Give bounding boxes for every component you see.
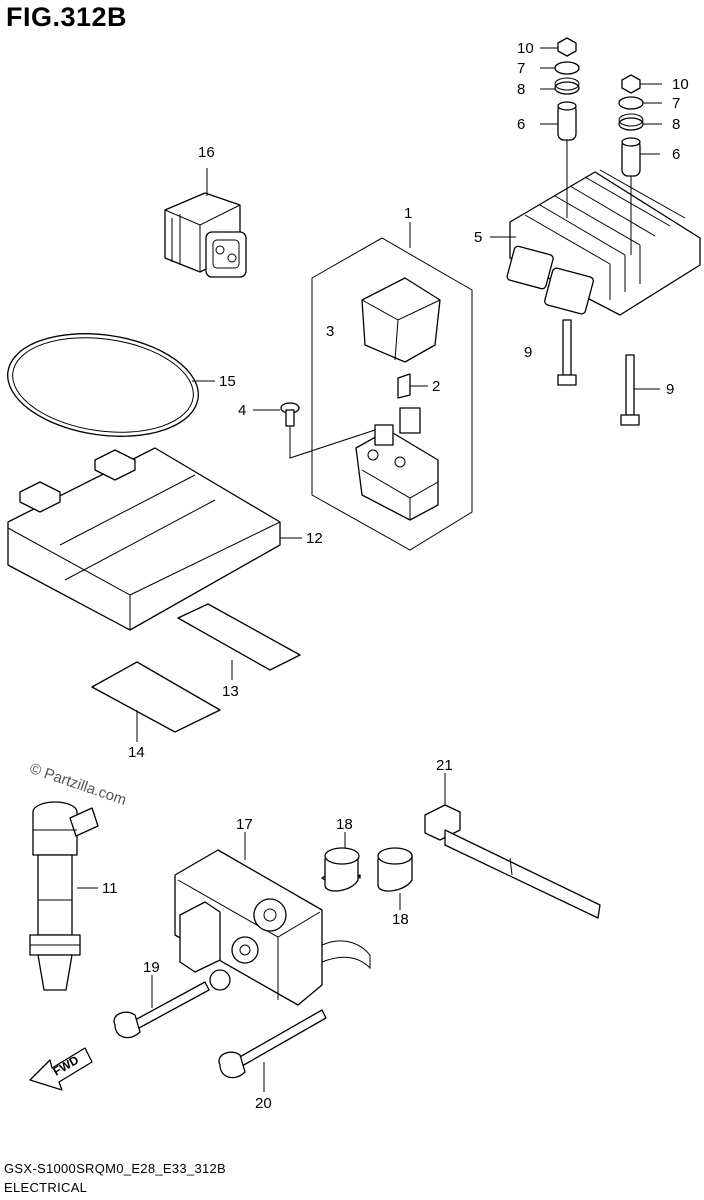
part-16-connector[interactable]	[164, 192, 247, 278]
part-17-bracket[interactable]	[174, 849, 371, 1006]
part-11-ignition-coil[interactable]	[29, 801, 99, 991]
callout-7-a: 7	[517, 60, 525, 77]
callout-18-b: 18	[392, 911, 409, 928]
part-6-collar-b[interactable]	[621, 137, 641, 177]
part-5-regulator[interactable]	[506, 169, 701, 316]
part-14-label[interactable]	[91, 661, 221, 733]
part-1-relay-assembly[interactable]	[311, 237, 473, 551]
part-10-nut-b[interactable]	[621, 74, 641, 94]
part-12-ecm[interactable]	[7, 447, 281, 631]
callout-13: 13	[222, 683, 239, 700]
fwd-arrow: FWD	[29, 1047, 93, 1091]
callout-6-a: 6	[517, 116, 525, 133]
figure-code: GSX-S1000SRQM0_E28_E33_312B	[4, 1161, 227, 1176]
leader-lines	[77, 47, 662, 1092]
part-18-collar-a[interactable]	[321, 847, 361, 892]
callout-20: 20	[255, 1095, 272, 1112]
callout-9-b: 9	[666, 381, 674, 398]
callout-1: 1	[404, 205, 412, 222]
figure-name: ELECTRICAL	[4, 1180, 88, 1195]
relay-body	[355, 429, 439, 521]
part-7-washer-b[interactable]	[618, 96, 644, 110]
callout-11: 11	[102, 880, 118, 897]
callout-3: 3	[326, 323, 334, 340]
callout-8-a: 8	[517, 81, 525, 98]
callout-6-b: 6	[672, 146, 680, 163]
part-10-nut-a[interactable]	[557, 37, 577, 57]
callout-12: 12	[306, 530, 323, 547]
part-7-washer-a[interactable]	[554, 61, 580, 75]
part-4-screw[interactable]	[280, 402, 300, 427]
callout-4: 4	[238, 402, 246, 419]
part-8-grommet-b[interactable]	[618, 113, 644, 131]
part-9-bolt-b[interactable]	[620, 354, 640, 426]
callout-9-a: 9	[524, 344, 532, 361]
part-13-label[interactable]	[177, 603, 301, 671]
callout-2: 2	[432, 378, 440, 395]
part-15-band[interactable]	[1, 322, 205, 448]
callout-5: 5	[474, 229, 482, 246]
callout-15: 15	[219, 373, 236, 390]
callout-16: 16	[198, 144, 215, 161]
part-18-collar-b[interactable]	[377, 847, 413, 892]
callout-10-b: 10	[672, 76, 689, 93]
callouts: 1 2 3 4 5 6 6 7 7 8 8 9 9 10 10 11 12 13…	[102, 40, 689, 1112]
part-19-bolt[interactable]	[113, 981, 210, 1039]
callout-18-a: 18	[336, 816, 353, 833]
callout-7-b: 7	[672, 95, 680, 112]
part-9-bolt-a[interactable]	[557, 319, 577, 386]
callout-21: 21	[436, 757, 453, 774]
part-2-fuse	[397, 373, 411, 399]
part-6-collar-a[interactable]	[557, 101, 577, 141]
callout-10-a: 10	[517, 40, 534, 57]
part-3-cover	[361, 277, 441, 363]
figure-title: FIG.312B	[6, 2, 128, 32]
part-8-grommet-a[interactable]	[554, 77, 580, 95]
callout-17: 17	[236, 816, 253, 833]
callout-19: 19	[143, 959, 160, 976]
callout-14: 14	[128, 744, 145, 761]
part-20-bolt[interactable]	[218, 1009, 327, 1079]
part-21-cable-tie[interactable]	[424, 804, 601, 919]
callout-8-b: 8	[672, 116, 680, 133]
